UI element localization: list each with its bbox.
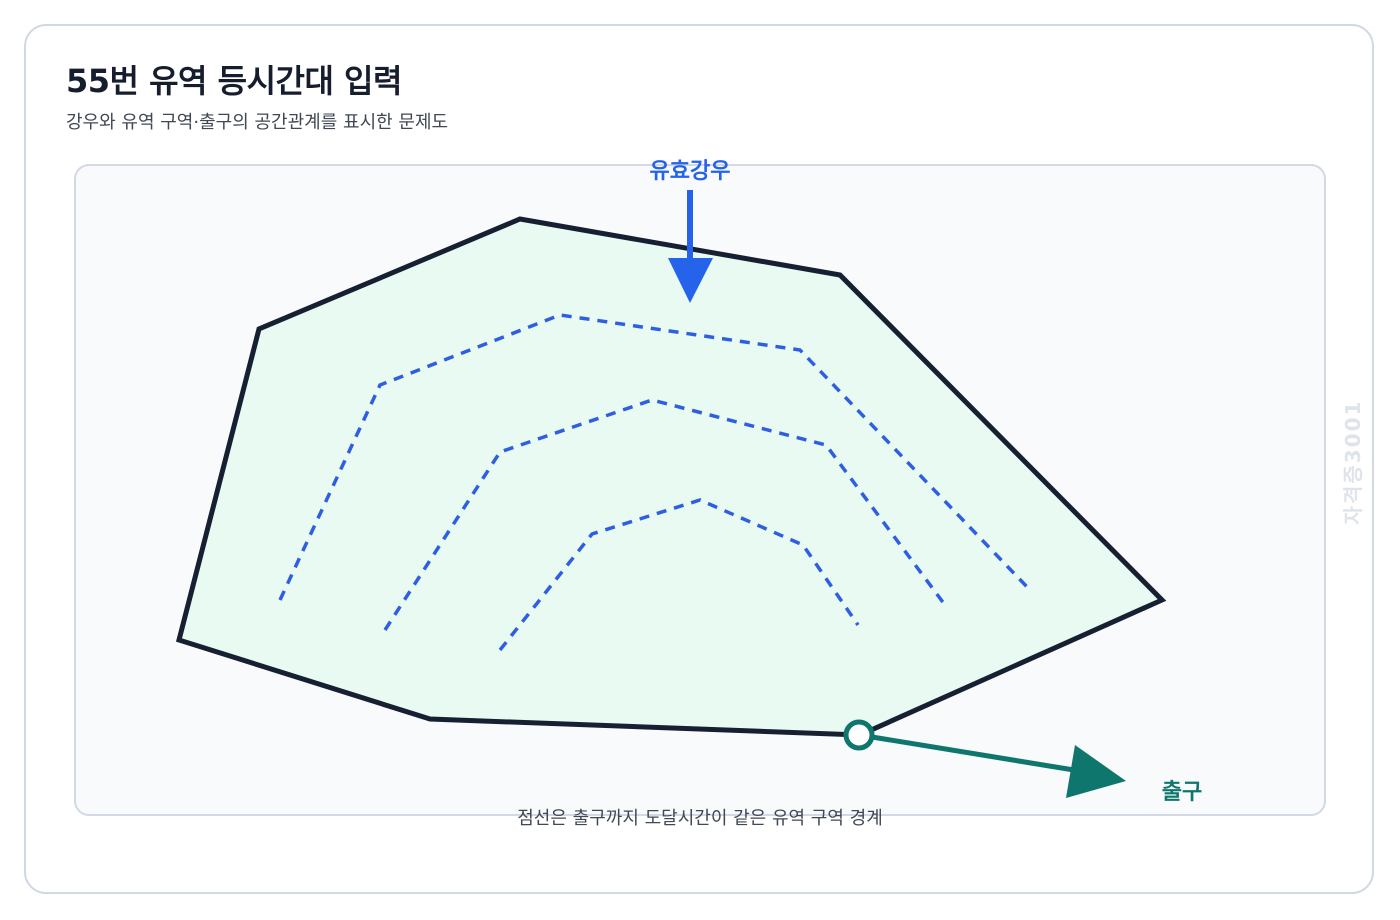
rainfall-arrow <box>668 190 713 303</box>
watershed-boundary <box>175 216 1167 738</box>
isochrone-line-outer <box>278 313 1032 601</box>
page-title: 55번 유역 등시간대 입력 <box>66 62 402 100</box>
page-subtitle: 강우와 유역 구역·출구의 공간관계를 표시한 문제도 <box>66 112 449 133</box>
outlet-arrow-shaft <box>871 734 1081 774</box>
outlet-arrow <box>871 734 1126 798</box>
outlet-point <box>843 719 875 751</box>
diagram-caption: 점선은 출구까지 도달시간이 같은 유역 구역 경계 <box>517 808 883 829</box>
outlet-arrow-head <box>1066 745 1126 798</box>
rainfall-label: 유효강우 <box>650 159 731 184</box>
isochrone-line-inner <box>498 498 860 652</box>
isochrone-line-middle <box>383 398 947 631</box>
outlet-label: 출구 <box>1162 780 1202 805</box>
watermark-text: 자격증3001 <box>1341 400 1365 525</box>
rainfall-arrow-head <box>668 258 713 303</box>
